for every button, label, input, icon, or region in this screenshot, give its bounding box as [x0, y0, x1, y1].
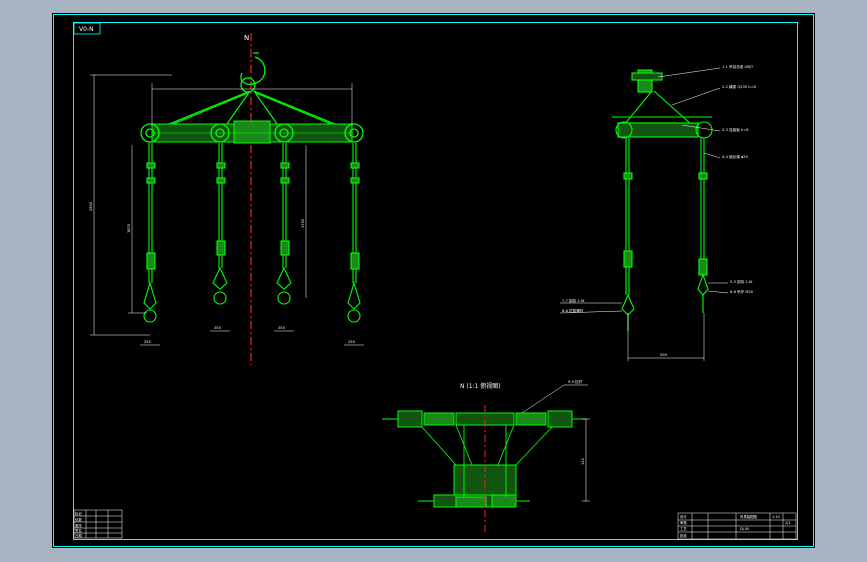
callout-7: 7-7 卸扣 2.0t — [562, 298, 585, 303]
tb-drawing-name: 吊具装配图 — [740, 514, 758, 519]
callout-4: 4-4 钢丝绳 φ20 — [722, 154, 749, 159]
title-block: 设计 审核 工艺 批准 吊具装配图 DJ-00 1:10 1/1 — [677, 512, 797, 540]
crossbeam — [151, 120, 353, 144]
sheet-border — [53, 14, 814, 547]
hanging-ropes — [143, 143, 361, 323]
front-view: N — [89, 33, 364, 365]
cad-drawing: V0-N N — [53, 14, 814, 547]
callout-6: 6-6 吊环 M20 — [730, 289, 754, 294]
rev-row-1: 标记 — [75, 511, 82, 516]
corner-tag-text: V0-N — [79, 26, 94, 33]
callout-1: 1-1 吊耳总成 GB/T — [722, 64, 754, 69]
dim-bottom-4: 250 — [348, 340, 356, 344]
dim-inner-height: 1870 — [127, 223, 131, 233]
side-view: 1-1 吊耳总成 GB/T 2-2 横梁 Q235 h=8 3-3 连接板 h=… — [559, 64, 756, 361]
tb-row-2: 审核 — [680, 520, 687, 525]
front-view-label: N — [244, 34, 249, 42]
dim-bottom-1: 250 — [144, 340, 152, 344]
plan-view-label: N (1:1 俯视图) — [460, 382, 501, 390]
plan-view: N (1:1 俯视图) — [382, 379, 590, 533]
tb-sheet: 1/1 — [785, 521, 790, 525]
dim-right-height: 1700 — [301, 218, 305, 228]
callout-3: 3-3 连接板 h=8 — [722, 127, 749, 132]
callout-plan: 9-9 拉杆 — [568, 379, 583, 384]
callout-5: 5-5 卸扣 2.0t — [730, 279, 753, 284]
dim-bottom-3: 250 — [278, 326, 286, 330]
dim-overall-height: 2500 — [89, 201, 93, 211]
tb-row-1: 设计 — [680, 514, 687, 519]
tb-scale: 1:10 — [772, 515, 780, 519]
front-dimensions — [90, 74, 364, 346]
callout-2: 2-2 横梁 Q235 h=8 — [722, 84, 756, 89]
rev-row-3: 更改 — [75, 523, 82, 528]
rev-row-5: 日期 — [75, 533, 82, 538]
dim-bottom-2: 250 — [214, 326, 222, 330]
revision-table: 标记 处数 更改 签名 日期 — [73, 509, 123, 539]
corner-tag: V0-N — [73, 22, 101, 35]
lifting-hook — [240, 52, 266, 93]
tb-row-4: 批准 — [680, 533, 687, 538]
drawing-viewport[interactable]: V0-N N — [52, 13, 815, 548]
dim-side-width: 500 — [660, 353, 668, 357]
beam-eyes — [140, 123, 364, 143]
callout-8: 8-8 花篮螺栓 — [562, 308, 584, 313]
tb-drawing-no: DJ-00 — [740, 527, 749, 531]
dim-plan-height: 120 — [581, 457, 585, 465]
rev-row-4: 签名 — [75, 528, 82, 533]
tb-row-3: 工艺 — [680, 526, 687, 531]
rev-row-2: 处数 — [75, 517, 82, 522]
